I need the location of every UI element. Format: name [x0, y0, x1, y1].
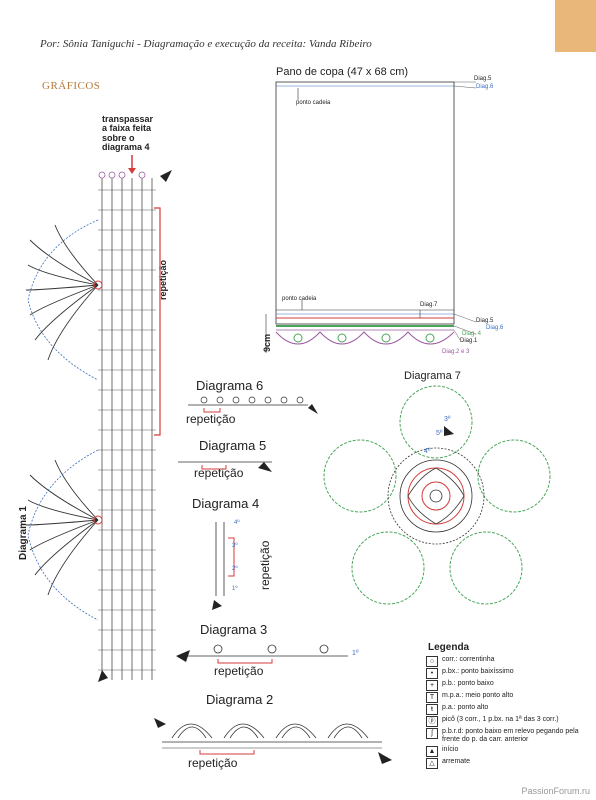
- towel-title: Pano de copa (47 x 68 cm): [276, 66, 408, 78]
- diagram7-row-3: 3º: [444, 416, 450, 423]
- legend-item-label: m.p.a.: meio ponto alto: [442, 692, 513, 700]
- corner-tab: [555, 0, 596, 52]
- legend-item-label: início: [442, 746, 458, 754]
- diagram4-title: Diagrama 4: [192, 496, 259, 511]
- diagram1-repeat-label: repetição: [158, 260, 168, 300]
- legend-item: ⓟ picô (3 corr., 1 p.bx. na 1ª das 3 corr…: [426, 716, 596, 727]
- diagram4-row-4: 4º: [234, 520, 240, 526]
- finish-icon: △: [426, 758, 438, 769]
- start-icon: ▲: [426, 746, 438, 757]
- diagram4-repeat: repetição: [258, 541, 272, 590]
- diagram3-chart: [172, 640, 358, 668]
- legend-item-label: p.bx.: ponto baixíssimo: [442, 668, 514, 676]
- diagram1-note: transpassar a faixa feita sobre o diagra…: [102, 115, 153, 153]
- legend-item: ŧ p.a.: ponto alto: [426, 704, 596, 715]
- legend-item-label: picô (3 corr., 1 p.bx. na 1ª das 3 corr.…: [442, 716, 559, 724]
- diagram1-label: Diagrama 1: [18, 506, 29, 560]
- towel-label-diag4: Diag. 4: [462, 331, 481, 337]
- legend-item: ○ corr.: correntinha: [426, 656, 596, 667]
- diagram7-title: Diagrama 7: [404, 370, 461, 382]
- front-post-icon: ʃ: [426, 728, 438, 739]
- diagram4-row-2: 2º: [232, 566, 238, 572]
- diagram6-title: Diagrama 6: [196, 378, 263, 393]
- credits-text: Sônia Taniguchi - Diagramação e execução…: [63, 38, 372, 50]
- diagram6-repeat: repetição: [186, 412, 235, 426]
- legend-item-label: arremate: [442, 758, 470, 766]
- towel-label-diag6-bottom: Diag.6: [486, 325, 503, 331]
- legend-item: + p.b.: ponto baixo: [426, 680, 596, 691]
- towel-label-diag2-3: Diag.2 e 3: [442, 349, 469, 355]
- legend-item-label: p.b.: ponto baixo: [442, 680, 494, 688]
- diagram3-repeat: repetição: [214, 664, 263, 678]
- diagram3-row: 1º: [352, 650, 358, 657]
- diagram7-row-4: 4º: [424, 448, 430, 455]
- legend-title: Legenda: [428, 642, 469, 653]
- diagram7-row-5: 5º: [436, 430, 442, 437]
- legend-item-label: corr.: correntinha: [442, 656, 495, 664]
- diagram2-repeat: repetição: [188, 756, 237, 770]
- legend-item-label: p.a.: ponto alto: [442, 704, 488, 712]
- legend-item: △ arremate: [426, 758, 596, 769]
- diagram5-title: Diagrama 5: [199, 438, 266, 453]
- towel-label-diag6: Diag.6: [476, 84, 493, 90]
- towel-height: 9cm: [262, 334, 272, 352]
- chain-icon: ○: [426, 656, 438, 667]
- section-title: GRÁFICOS: [42, 80, 100, 92]
- single-crochet-icon: +: [426, 680, 438, 691]
- legend-item: ʃ p.b.r.d: ponto baixo em relevo pegando …: [426, 728, 596, 745]
- towel-label-diag5: Diag.5: [474, 76, 491, 82]
- diagram4-row-3: 3º: [232, 543, 238, 549]
- towel-label-diag5-bottom: Diag.5: [476, 318, 493, 324]
- double-crochet-icon: ŧ: [426, 704, 438, 715]
- legend-item: ▲ início: [426, 746, 596, 757]
- picot-icon: ⓟ: [426, 716, 438, 727]
- diagram7-chart: [316, 384, 586, 634]
- legend-item-label: p.b.r.d: ponto baixo em relevo pegando p…: [442, 728, 596, 745]
- diagram3-title: Diagrama 3: [200, 622, 267, 637]
- towel-ponto-cadeia-bottom: ponto cadeia: [282, 296, 316, 302]
- towel-label-diag1: Diag.1: [460, 338, 477, 344]
- diagram1-chart: [20, 150, 180, 690]
- towel-ponto-cadeia-top: ponto cadeia: [296, 100, 330, 106]
- towel-diag7: Diag.7: [420, 302, 437, 308]
- legend: ○ corr.: correntinha • p.bx.: ponto baixís…: [426, 656, 596, 770]
- credits-by: Por:: [40, 38, 60, 50]
- diagram4-row-1: 1º: [232, 586, 238, 592]
- diagram2-title: Diagrama 2: [206, 692, 273, 707]
- legend-item: • p.bx.: ponto baixíssimo: [426, 668, 596, 679]
- half-double-icon: T: [426, 692, 438, 703]
- watermark: PassionForum.ru: [521, 786, 590, 796]
- diagram5-repeat: repetição: [194, 466, 243, 480]
- credits: Por: Sônia Taniguchi - Diagramação e exe…: [40, 38, 372, 50]
- slip-stitch-icon: •: [426, 668, 438, 679]
